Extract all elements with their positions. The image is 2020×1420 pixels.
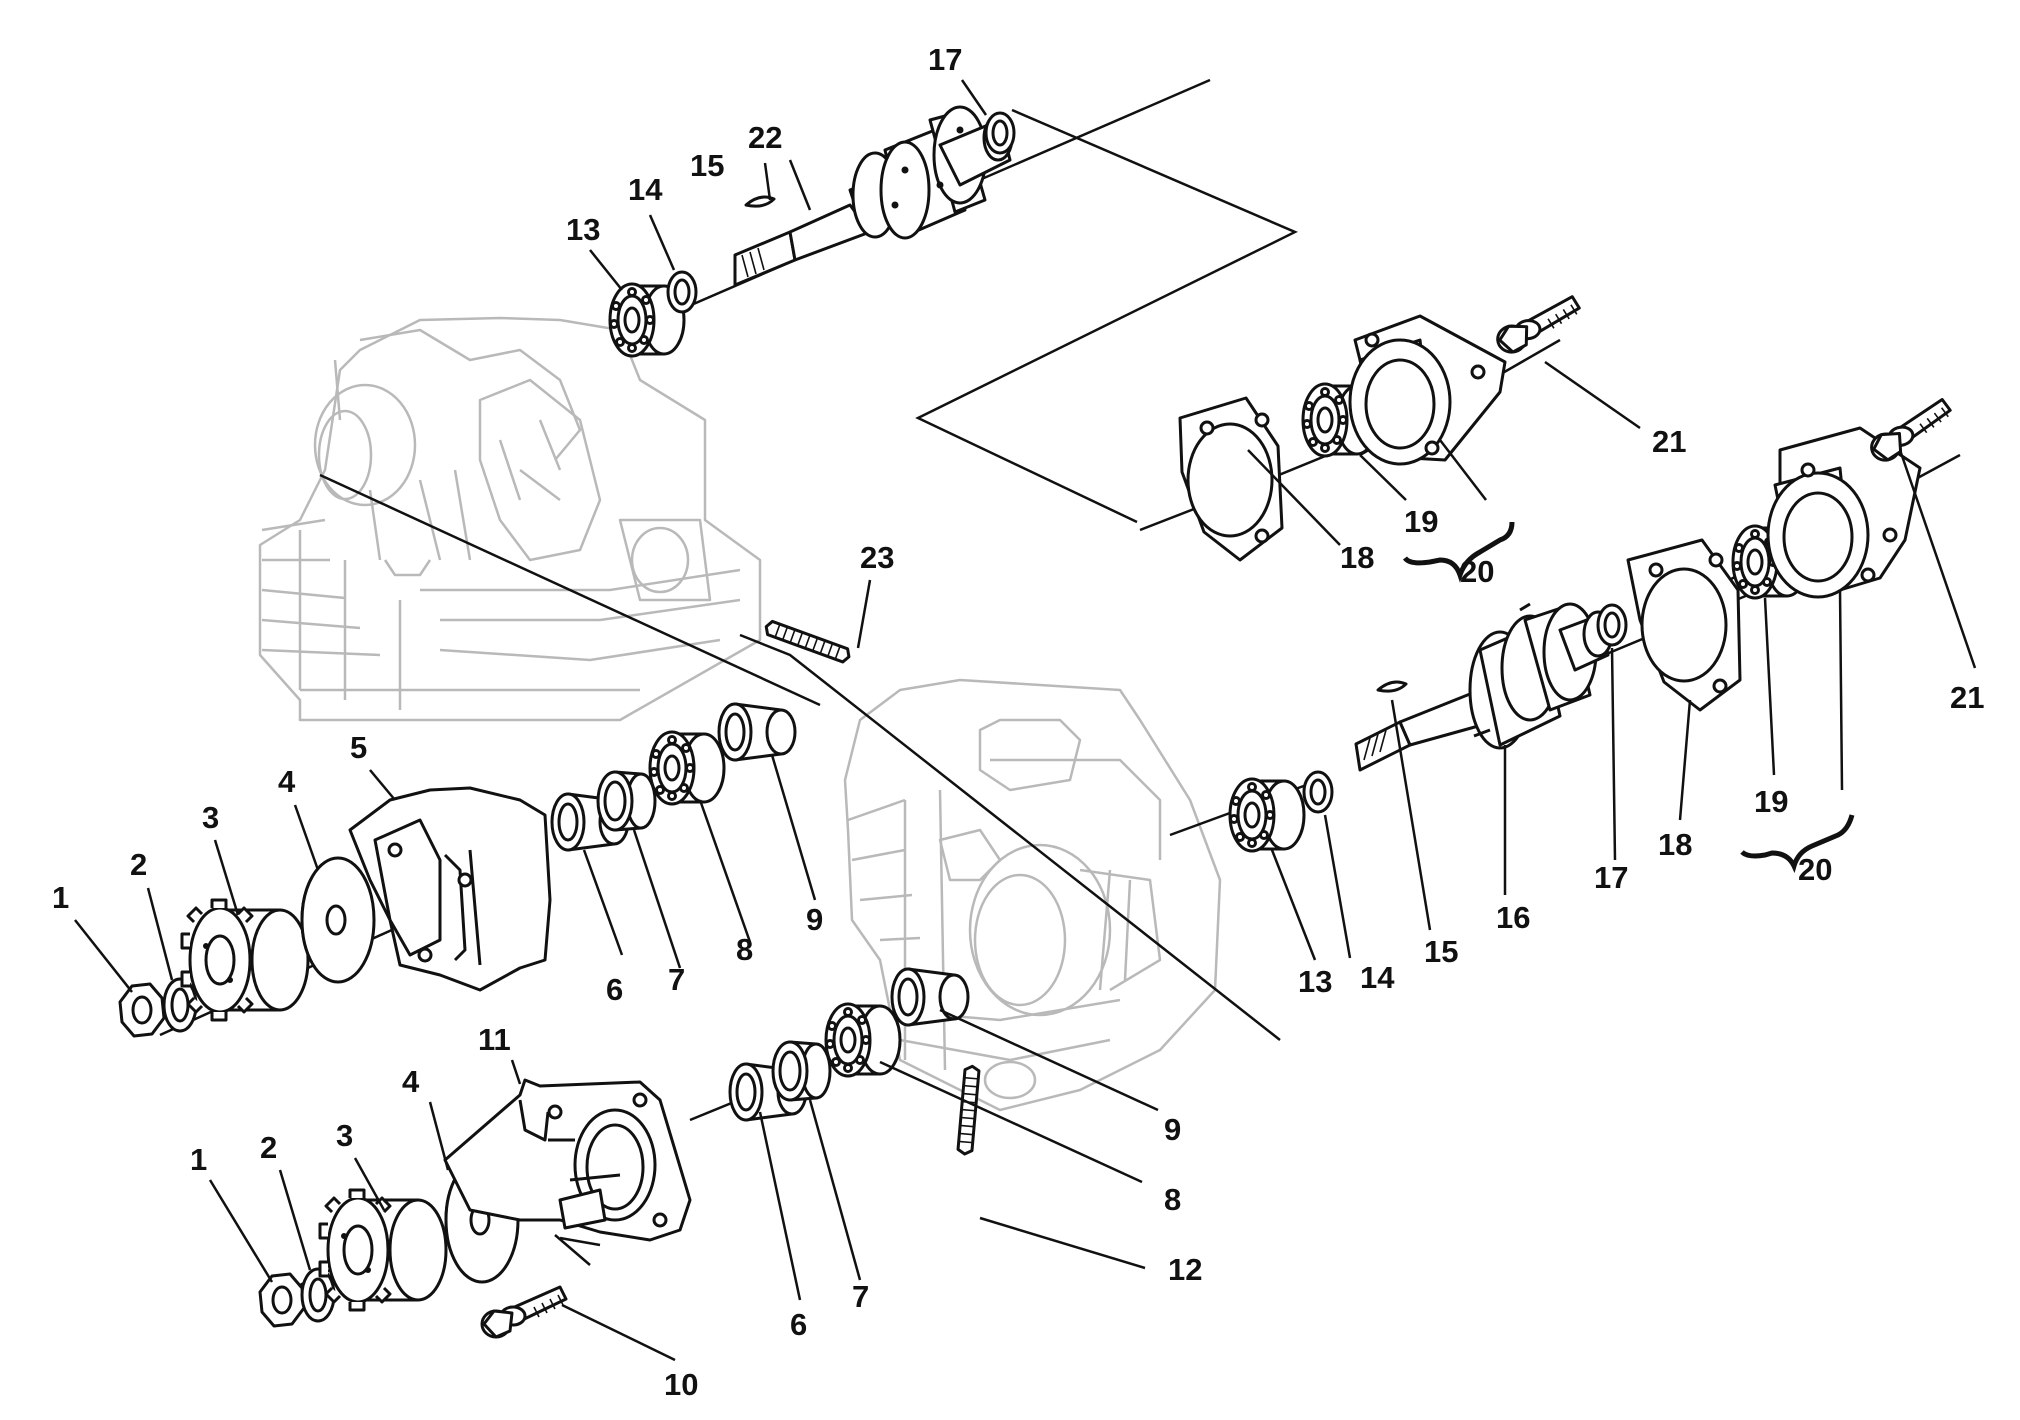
screw-10 bbox=[480, 1285, 568, 1339]
callout-19-upper: 19 bbox=[1404, 504, 1438, 539]
upper-camshaft-assembly bbox=[608, 105, 1016, 358]
seal-ring-17-upper bbox=[984, 111, 1016, 155]
callout-17-lower: 17 bbox=[1594, 860, 1628, 895]
woodruff-key-15-lower bbox=[1376, 680, 1408, 693]
upper-cover-assembly bbox=[1178, 294, 1641, 583]
callout-6-upper: 6 bbox=[606, 972, 623, 1007]
callout-8-upper: 8 bbox=[736, 932, 753, 967]
callout-1-upper: 1 bbox=[52, 880, 69, 915]
stud-23 bbox=[762, 618, 853, 665]
seal-7-upper bbox=[596, 770, 657, 832]
screw-21-lower bbox=[1863, 396, 1959, 464]
callout-leaders bbox=[74, 79, 1844, 1362]
screw-21-upper bbox=[1493, 294, 1585, 355]
callout-14-lower: 14 bbox=[1360, 960, 1395, 995]
lower-front-assembly bbox=[258, 967, 970, 1339]
callout-7-upper: 7 bbox=[668, 962, 685, 997]
cover-5 bbox=[348, 786, 552, 992]
callout-5: 5 bbox=[350, 730, 367, 765]
callout-3-upper: 3 bbox=[202, 800, 219, 835]
lower-cover-assembly bbox=[1626, 396, 1977, 874]
ball-bearing-13-lower bbox=[1228, 777, 1306, 853]
callout-1-lower: 1 bbox=[190, 1142, 207, 1177]
shim-14-lower bbox=[1302, 770, 1334, 814]
nut-1-lower bbox=[258, 1272, 306, 1328]
callout-16: 16 bbox=[1496, 900, 1530, 935]
callout-8-lower: 8 bbox=[1164, 1182, 1181, 1217]
pulley-3-upper bbox=[180, 898, 310, 1022]
shim-14-upper bbox=[666, 270, 698, 314]
gasket-18-lower bbox=[1626, 538, 1742, 712]
callout-20-upper: 20 bbox=[1460, 554, 1494, 589]
callout-13-lower: 13 bbox=[1298, 964, 1332, 999]
disc-4-upper bbox=[300, 856, 376, 984]
callout-9-upper: 9 bbox=[806, 902, 823, 937]
callout-21-upper: 21 bbox=[1652, 424, 1686, 459]
callout-9-lower: 9 bbox=[1164, 1112, 1181, 1147]
callout-12: 12 bbox=[1168, 1252, 1202, 1287]
callout-14-upper: 14 bbox=[628, 172, 663, 207]
camshaft-16 bbox=[1354, 602, 1614, 772]
callout-17-upper: 17 bbox=[928, 42, 962, 77]
seal-7-lower bbox=[771, 1040, 832, 1102]
nut-1-upper bbox=[118, 982, 166, 1038]
callout-2-lower: 2 bbox=[260, 1130, 277, 1165]
upper-front-assembly bbox=[118, 702, 797, 1038]
callout-10: 10 bbox=[664, 1367, 698, 1402]
cover-11 bbox=[443, 1078, 692, 1242]
callout-2-upper: 2 bbox=[130, 847, 147, 882]
stud-12 bbox=[956, 1064, 981, 1157]
callout-23: 23 bbox=[860, 540, 894, 575]
callout-13-upper: 13 bbox=[566, 212, 600, 247]
lower-camshaft-assembly bbox=[1228, 602, 1628, 853]
callout-15-lower: 15 bbox=[1424, 934, 1458, 969]
bush-9-upper bbox=[717, 702, 797, 762]
upper-cylinder-head-ghost bbox=[258, 316, 762, 722]
callout-11: 11 bbox=[478, 1022, 511, 1057]
gasket-18-upper bbox=[1178, 396, 1284, 562]
callout-21-lower: 21 bbox=[1950, 680, 1984, 715]
callout-18-upper: 18 bbox=[1340, 540, 1374, 575]
callout-22: 22 bbox=[748, 120, 782, 155]
callout-18-lower: 18 bbox=[1658, 827, 1692, 862]
callout-3-lower: 3 bbox=[336, 1118, 353, 1153]
cover-20-lower bbox=[1766, 426, 1922, 599]
callout-15-upper: 15 bbox=[690, 148, 724, 183]
callout-19-lower: 19 bbox=[1754, 784, 1788, 819]
cover-20-upper bbox=[1348, 314, 1507, 466]
callout-7-lower: 7 bbox=[852, 1279, 869, 1314]
callout-6-lower: 6 bbox=[790, 1307, 807, 1342]
callout-4-lower: 4 bbox=[402, 1064, 420, 1099]
callout-20-lower: 20 bbox=[1798, 852, 1832, 887]
bearing-8-upper bbox=[648, 730, 726, 806]
seal-ring-17-lower bbox=[1596, 603, 1628, 647]
callout-labels: 1 2 3 4 5 6 7 8 9 1 2 3 4 11 6 7 10 12 8… bbox=[52, 42, 1984, 1402]
callout-4-upper: 4 bbox=[278, 764, 296, 799]
